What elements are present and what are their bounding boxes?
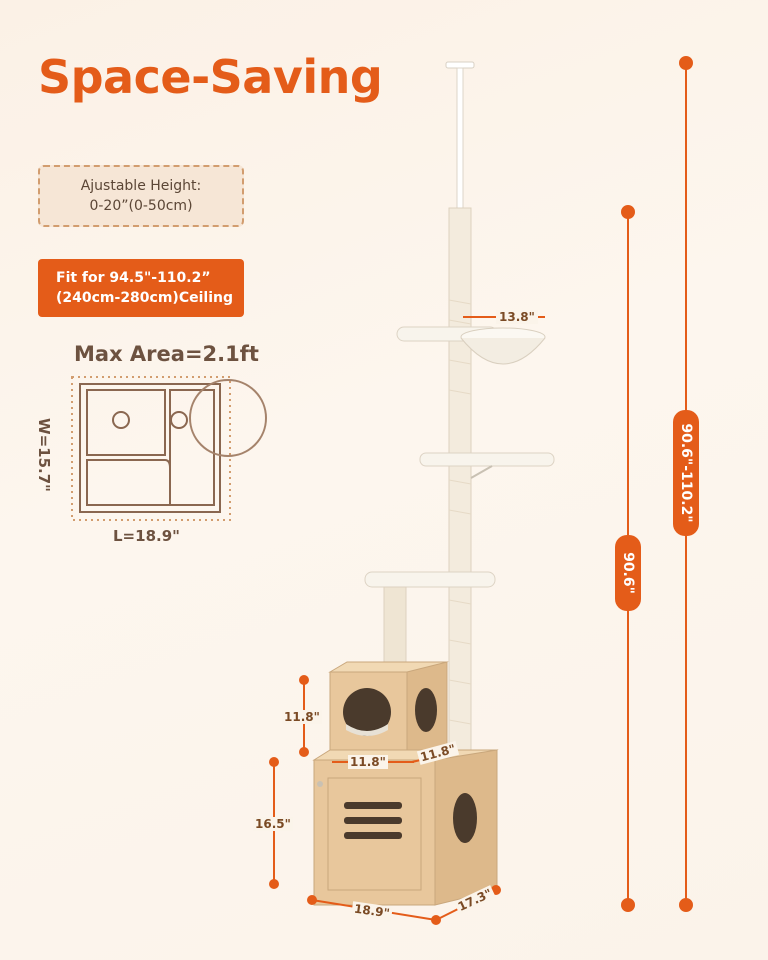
ceiling-fit-line2: (240cm-280cm)Ceiling	[56, 290, 233, 306]
short-post	[383, 586, 407, 668]
base-height-label: 16.5"	[253, 817, 293, 831]
ceiling-fit-box: Fit for 94.5"-110.2” (240cm-280cm)Ceilin…	[38, 259, 244, 317]
middle-platform	[419, 452, 555, 467]
cat-condo	[328, 661, 449, 755]
page-title: Space-Saving	[38, 50, 383, 104]
hammock-width-label: 13.8"	[496, 310, 538, 324]
condo-width-label: 11.8"	[348, 755, 388, 769]
adjustable-height-value: 0-20”(0-50cm)	[89, 198, 193, 214]
total-min-height-badge: 90.6"	[615, 535, 641, 611]
adjustable-height-box: Ajustable Height: 0-20”(0-50cm)	[38, 165, 244, 227]
litter-cabinet	[312, 749, 499, 906]
ceiling-fit-line1: Fit for 94.5"-110.2”	[56, 270, 211, 286]
lower-platform	[364, 571, 496, 588]
condo-height-label: 11.8"	[282, 710, 322, 724]
total-height-range-badge: 90.6"-110.2"	[673, 410, 699, 536]
footprint-diagram	[71, 376, 267, 521]
max-area-title: Max Area=2.1ft	[74, 342, 259, 366]
hammock	[460, 327, 546, 365]
adjustable-height-label: Ajustable Height:	[80, 178, 202, 194]
length-label: L=18.9"	[113, 527, 180, 545]
tension-rod	[445, 61, 475, 209]
